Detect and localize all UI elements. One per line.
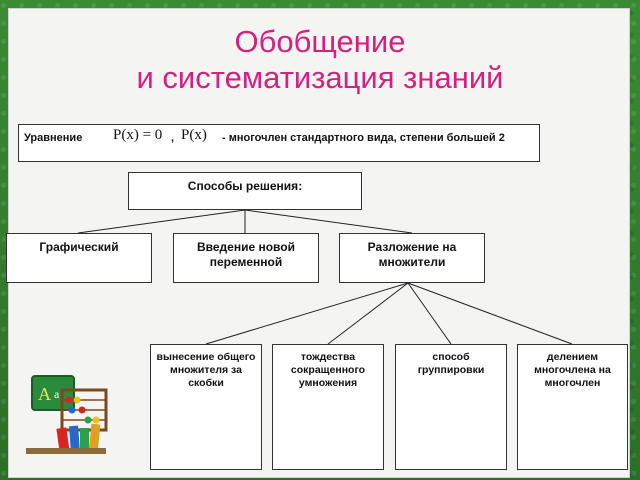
method-new-variable-box: Введение новой переменной (173, 233, 319, 283)
factor-identities-box: тождества сокращенного умножения (272, 344, 384, 470)
equation-formula: P(x) = 0 (113, 127, 163, 143)
method-graphic-box: Графический (6, 233, 152, 283)
svg-text:a: a (54, 387, 60, 401)
slide-title-line1: Обобщение (234, 24, 406, 59)
methods-header-box: Способы решения: (128, 172, 362, 210)
equation-label: Уравнение (24, 132, 83, 144)
factor-polynomial-division-box: делением многочлена на многочлен (517, 344, 628, 470)
abacus-books-clipart-icon: A a (26, 375, 108, 454)
factor-grouping-box: способ группировки (395, 344, 507, 470)
slide-title-line2: и систематизация знаний (136, 60, 504, 95)
factor-common-multiplier-box: вынесение общего множителя за скобки (150, 344, 262, 470)
svg-text:A: A (38, 384, 51, 404)
method-factorization-box: Разложение на множители (339, 233, 485, 283)
polynomial-symbol: P(x) (181, 127, 207, 143)
equation-comma: , (171, 132, 175, 144)
equation-box: Уравнение P(x) = 0 , P(x) - многочлен ст… (18, 124, 540, 162)
equation-description: - многочлен стандартного вида, степени б… (222, 132, 505, 144)
